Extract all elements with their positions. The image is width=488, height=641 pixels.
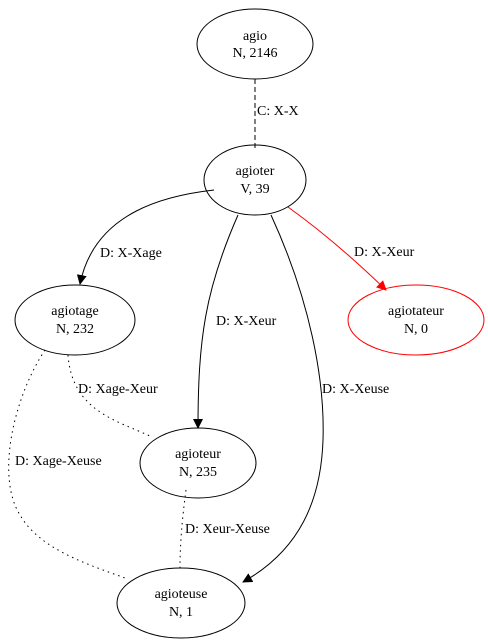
node-ellipse [196,8,314,80]
node-agio: agio N, 2146 [196,8,314,80]
edge-line-agiotage-agioteuse [8,349,126,579]
node-info: N, 232 [56,322,94,337]
node-ellipse [116,567,246,639]
edge-line-agioter-agioteuse [242,214,324,583]
edge-label-agioteur-agioteuse: D: Xeur-Xeuse [185,522,270,537]
node-word: agioteur [175,447,221,462]
node-word: agiotateur [388,304,444,319]
node-word: agio [243,29,267,44]
edge-label-agiotage-agioteur: D: Xage-Xeur [78,382,158,397]
node-agioteur: agioteur N, 235 [139,427,257,499]
edge-label-agioter-agiotateur: D: X-Xeur [354,245,415,260]
node-info: N, 235 [179,465,217,480]
edge-agioter-agioteur: D: X-Xeur [193,214,277,429]
edge-label-agio-agioter: C: X-X [257,104,299,119]
edge-agiotage-agioteuse: D: Xage-Xeuse [8,349,126,579]
node-info: N, 1 [169,605,193,620]
edge-label-agiotage-agioteuse: D: Xage-Xeuse [15,454,102,469]
edge-agioteur-agioteuse: D: Xeur-Xeuse [179,489,270,569]
edge-line-agioter-agiotateur [287,206,387,291]
edge-line-agioter-agioteur [193,214,239,429]
node-agiotage: agiotage N, 232 [14,284,136,356]
edge-line-agioteur-agioteuse [179,489,187,569]
edge-line-agioter-agiotage [76,189,215,285]
edge-agio-agioter: C: X-X [254,79,299,150]
node-ellipse [14,284,136,356]
node-info: N, 0 [404,322,428,337]
node-agioteuse: agioteuse N, 1 [116,567,246,639]
node-ellipse [347,284,485,356]
node-word: agioter [236,164,275,179]
edge-label-agioter-agioteuse: D: X-Xeuse [322,382,389,397]
node-agiotateur: agiotateur N, 0 [347,284,485,356]
edge-label-agioter-agiotage: D: X-Xage [100,246,162,261]
node-info: V, 39 [240,182,269,197]
edge-line-agiotage-agioteur [67,354,151,437]
node-info: N, 2146 [232,46,277,61]
node-ellipse [139,427,257,499]
edge-label-agioter-agioteur: D: X-Xeur [216,314,277,329]
node-agioter: agioter V, 39 [203,144,307,216]
edge-agiotage-agioteur: D: Xage-Xeur [67,354,158,437]
edge-agioter-agiotateur: D: X-Xeur [287,206,415,291]
edge-agioter-agiotage: D: X-Xage [76,189,215,285]
node-word: agiotage [51,304,98,319]
node-word: agioteuse [155,587,208,602]
node-ellipse [203,144,307,216]
edge-agioter-agioteuse: D: X-Xeuse [242,214,389,583]
